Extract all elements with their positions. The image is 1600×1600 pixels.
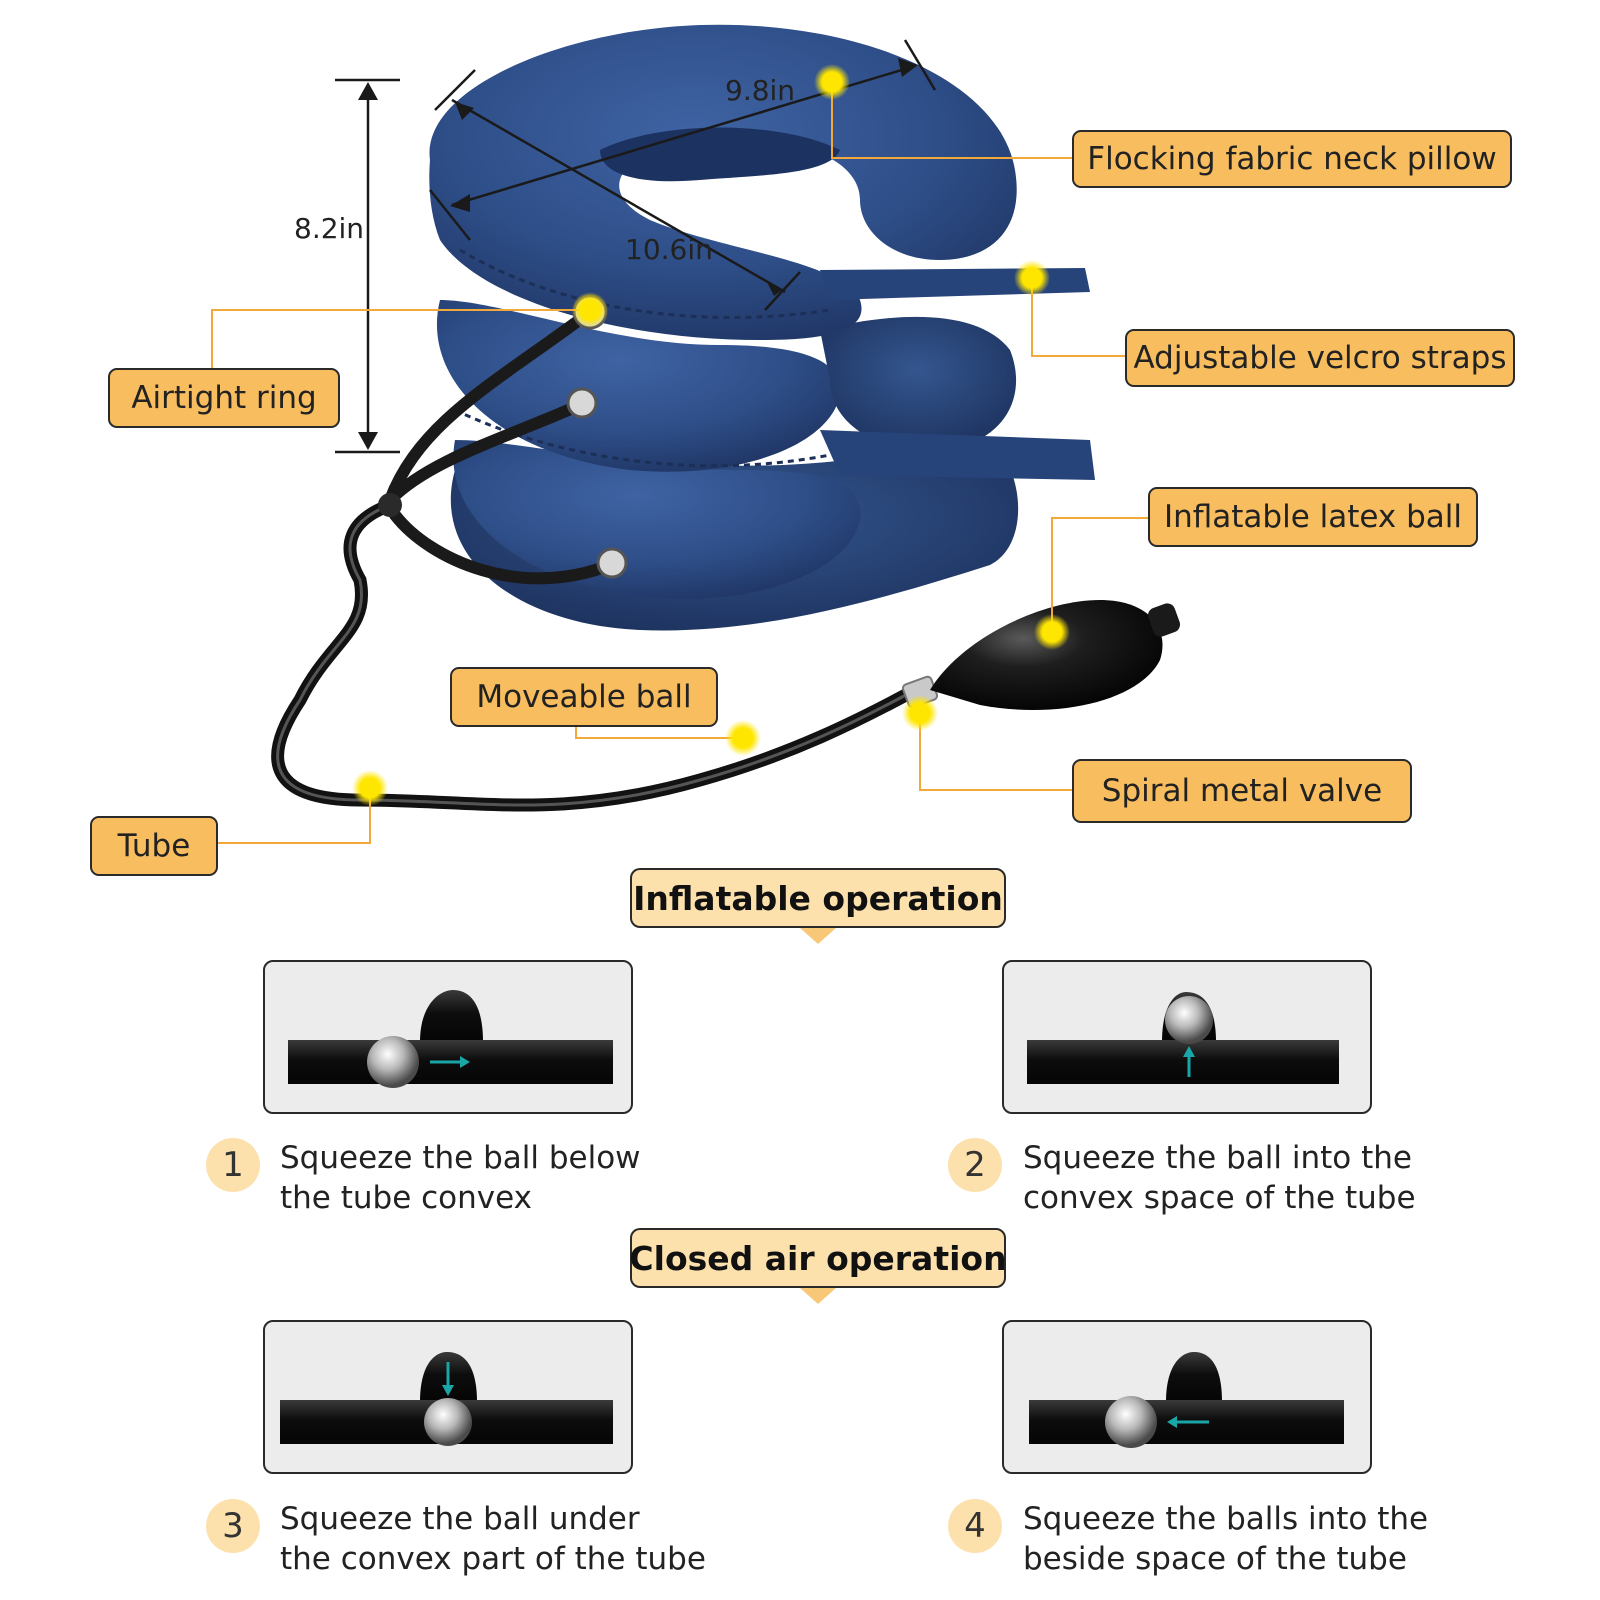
marker-moveable — [725, 720, 761, 756]
leader-lines — [210, 82, 1148, 844]
step-4-number: 4 — [948, 1499, 1002, 1553]
marker-pillow — [814, 64, 850, 100]
label-airtight-ring: Airtight ring — [108, 368, 340, 428]
step-4-panel — [1002, 1320, 1372, 1474]
step-2-panel — [1002, 960, 1372, 1114]
dim-width-diag: 10.6in — [625, 233, 713, 266]
step-2-number: 2 — [948, 1138, 1002, 1192]
label-latex-ball: Inflatable latex ball — [1148, 487, 1478, 547]
label-moveable-ball: Moveable ball — [450, 667, 718, 727]
step-3-illustration — [280, 1352, 613, 1446]
neck-pillow — [429, 24, 1095, 631]
marker-valve — [902, 695, 938, 731]
step-2-illustration — [1027, 992, 1339, 1084]
marker-velcro — [1014, 260, 1050, 296]
tube-junction — [378, 493, 402, 517]
label-flocking-pillow: Flocking fabric neck pillow — [1072, 130, 1512, 188]
section-closed-air-title: Closed air operation — [629, 1238, 1007, 1278]
inflatable-latex-ball — [901, 600, 1181, 710]
marker-latex — [1034, 614, 1070, 650]
callout-markers — [352, 64, 1070, 806]
step-1-text: Squeeze the ball below the tube convex — [280, 1140, 641, 1216]
step-1-panel — [263, 960, 633, 1114]
grommet-3 — [596, 547, 628, 579]
marker-tube — [352, 770, 388, 806]
label-velcro-straps: Adjustable velcro straps — [1125, 329, 1515, 387]
section-inflatable: Inflatable operation — [630, 868, 1006, 944]
step-3-panel — [263, 1320, 633, 1474]
step-4-illustration — [1029, 1352, 1344, 1448]
step-1-number: 1 — [206, 1138, 260, 1192]
grommet-2 — [566, 387, 598, 419]
dim-height: 8.2in — [294, 212, 365, 245]
dim-width-top: 9.8in — [725, 74, 796, 107]
step-3-text: Squeeze the ball under the convex part o… — [280, 1501, 706, 1577]
label-spiral-valve: Spiral metal valve — [1072, 759, 1412, 823]
section-inflatable-pointer — [800, 928, 836, 944]
label-tube: Tube — [90, 816, 218, 876]
marker-airtight — [572, 292, 608, 328]
step-1-illustration — [288, 990, 613, 1088]
step-3-number: 3 — [206, 1499, 260, 1553]
tube-assembly — [271, 306, 922, 812]
step-4-text: Squeeze the balls into the beside space … — [1023, 1501, 1429, 1577]
section-inflatable-title: Inflatable operation — [633, 878, 1003, 918]
dimension-lines — [335, 39, 937, 454]
section-closed-air-pointer — [800, 1288, 836, 1304]
step-2-text: Squeeze the ball into the convex space o… — [1023, 1140, 1416, 1216]
section-closed-air: Closed air operation — [629, 1228, 1007, 1304]
